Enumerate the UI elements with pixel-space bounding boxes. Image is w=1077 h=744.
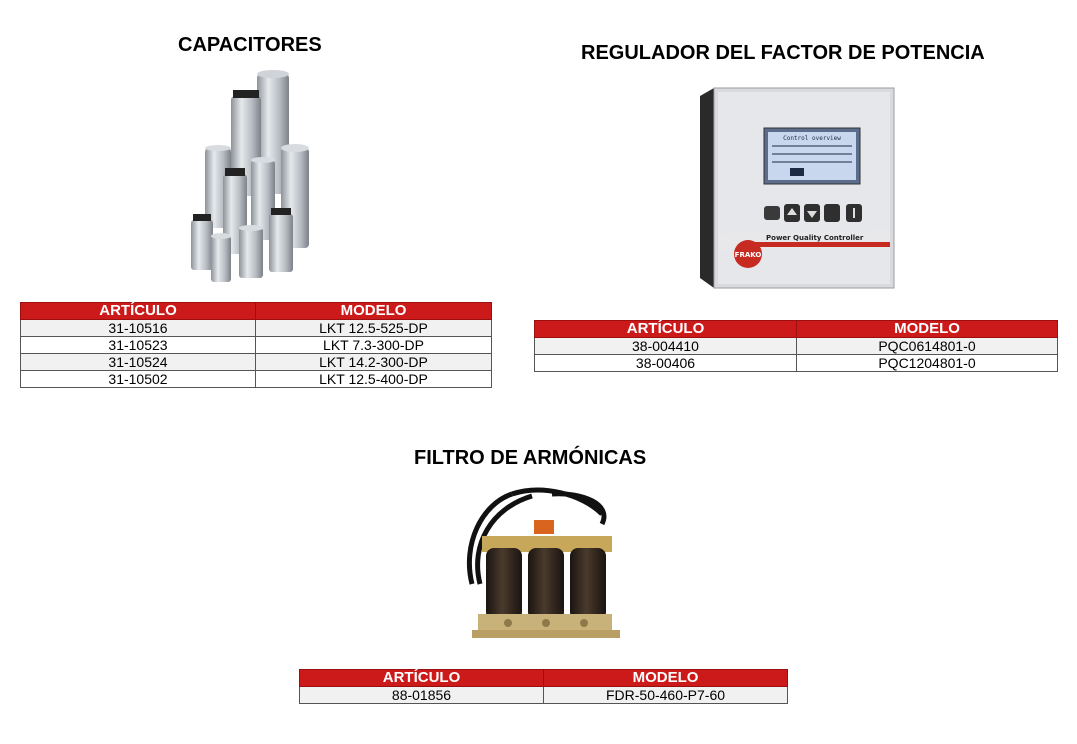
model-cell: LKT 7.3-300-DP [255,336,492,354]
table-row: 38-00406 PQC1204801-0 [534,354,1058,372]
table-row: 38-004410 PQC0614801-0 [534,337,1058,355]
article-cell: 31-10523 [20,336,256,354]
regulator-table: ARTÍCULO MODELO 38-004410 PQC0614801-0 3… [534,320,1058,372]
filter-title: FILTRO DE ARMÓNICAS [414,447,647,469]
model-cell: PQC0614801-0 [796,337,1058,355]
model-cell: LKT 12.5-400-DP [255,370,492,388]
device-label: Power Quality Controller [766,234,864,242]
article-cell: 38-004410 [534,337,797,355]
article-cell: 31-10516 [20,319,256,337]
brand-logo [734,240,762,268]
model-cell: LKT 14.2-300-DP [255,353,492,371]
table-row: 31-10524 LKT 14.2-300-DP [20,353,492,371]
column-header-model: MODELO [796,320,1058,338]
esc-key [764,206,780,220]
model-cell: LKT 12.5-525-DP [255,319,492,337]
regulator-image: Control overview FRAKO Power Quality Con… [690,82,900,294]
swap-key [824,204,840,222]
column-header-article: ARTÍCULO [299,669,544,687]
brand-logo-text: FRAKO [735,251,762,259]
capacitors-image [185,68,325,290]
article-cell: 31-10502 [20,370,256,388]
article-cell: 88-01856 [299,686,544,704]
article-cell: 31-10524 [20,353,256,371]
model-cell: PQC1204801-0 [796,354,1058,372]
regulator-title: REGULADOR DEL FACTOR DE POTENCIA [581,42,985,64]
model-cell: FDR-50-460-P7-60 [543,686,788,704]
table-row: 31-10516 LKT 12.5-525-DP [20,319,492,337]
article-cell: 38-00406 [534,354,797,372]
table-row: 31-10502 LKT 12.5-400-DP [20,370,492,388]
column-header-article: ARTÍCULO [20,302,256,320]
column-header-article: ARTÍCULO [534,320,797,338]
column-header-model: MODELO [543,669,788,687]
filter-table: ARTÍCULO MODELO 88-01856 FDR-50-460-P7-6… [299,669,788,704]
table-row: 31-10523 LKT 7.3-300-DP [20,336,492,354]
capacitors-table: ARTÍCULO MODELO 31-10516 LKT 12.5-525-DP… [20,302,492,388]
screen-title: Control overview [783,135,841,142]
column-header-model: MODELO [255,302,492,320]
table-row: 88-01856 FDR-50-460-P7-60 [299,686,788,704]
capacitors-title: CAPACITORES [178,34,322,56]
filter-image [452,484,627,656]
